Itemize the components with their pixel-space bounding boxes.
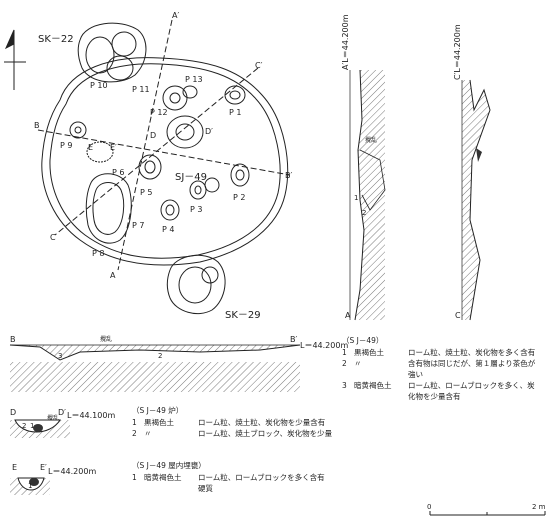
section-e (10, 477, 50, 495)
section-mark: C (455, 311, 461, 320)
section-mark: E (12, 463, 17, 472)
sk29-label: SK－29 (225, 310, 261, 321)
pit-label: P 3 (190, 205, 202, 214)
legend-row: 強い (408, 370, 423, 379)
layer-number: 1 (354, 194, 358, 202)
section-mark: C′ (255, 61, 263, 70)
layer-number: 1 (30, 422, 34, 430)
section-d (10, 419, 70, 438)
pit-label: P 4 (162, 225, 174, 234)
sk22-outline (77, 22, 147, 83)
section-mark: B′ (290, 335, 297, 344)
section-mark: E′ (110, 143, 117, 152)
plan-view (37, 19, 291, 314)
disturbance-label: 攪乱 (100, 335, 112, 343)
pit-label: P 2 (233, 193, 245, 202)
d-level-label: L＝44.100m (67, 411, 115, 420)
pit-label: P 5 (140, 188, 152, 197)
a-level-label: A′L＝44.200m (341, 14, 350, 70)
section-mark: A (110, 271, 116, 280)
layer-number: 2 (362, 209, 366, 217)
section-mark: D′ (58, 408, 66, 417)
section-a (349, 69, 386, 321)
pit-label: P 1 (229, 108, 241, 117)
scale-zero: 0 (427, 503, 431, 511)
legend-heading: （S J－49 炉） (132, 406, 184, 415)
section-mark: E′ (40, 463, 47, 472)
scale-bar (429, 511, 546, 516)
legend-heading: （S J－49 屋内埋甕） (132, 461, 206, 470)
section-mark: D (10, 408, 16, 417)
sk29-outline (166, 254, 226, 314)
disturbance-label: 攪乱 (47, 414, 59, 422)
disturbance-label: 攪乱 (365, 136, 377, 144)
section-mark: C (50, 233, 56, 242)
north-arrow-icon (4, 29, 26, 90)
section-c (461, 79, 491, 321)
pit-label: P 7 (132, 221, 144, 230)
section-b (9, 344, 301, 392)
sk22-label: SK－22 (38, 34, 74, 45)
section-mark: D′ (205, 127, 213, 136)
section-mark: B′ (285, 171, 292, 180)
pit-label: P 12 (150, 108, 168, 117)
legend-row: 2〃ローム粒、焼土ブロック、炭化物を少量 (132, 429, 333, 438)
pit-label: P 10 (90, 81, 108, 90)
layer-number: 3 (58, 352, 62, 360)
pit-label: P 9 (60, 141, 72, 150)
section-mark: E (88, 143, 93, 152)
sj49-label: SJ－49 (175, 172, 207, 183)
legend-row: 硬質 (198, 484, 213, 493)
scale-end: 2 m (532, 503, 546, 511)
e-level-label: L＝44.200m (48, 467, 96, 476)
section-mark: D (150, 131, 156, 140)
sj49-outline (41, 57, 289, 266)
layer-number: 1 (28, 482, 32, 490)
layer-number: 2 (22, 422, 26, 430)
section-mark: B (10, 335, 16, 344)
pit-label: P 11 (132, 85, 150, 94)
pit-label: P 13 (185, 75, 203, 84)
pit-label: P 8 (92, 249, 104, 258)
legend-row: 2〃含有物は同じだが、第１層より茶色が (342, 359, 536, 368)
legend-row: 化物を少量含有 (408, 392, 461, 401)
layer-number: 2 (158, 352, 162, 360)
pit-label: P 6 (112, 168, 124, 177)
legend-heading: （S J－49） (342, 336, 384, 345)
b-level-label: L＝44.200m (300, 341, 348, 350)
section-mark: A′ (172, 11, 179, 20)
section-mark: B (34, 121, 40, 130)
c-level-label: C′L＝44.200m (453, 24, 462, 80)
section-mark: A (345, 311, 351, 320)
